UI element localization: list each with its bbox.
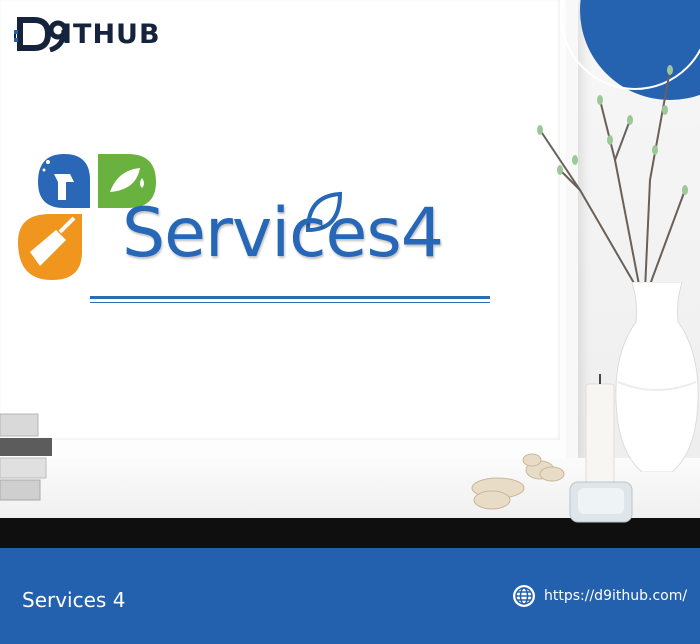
dried-flowers xyxy=(471,453,565,510)
brand-logo[interactable]: ITHUB xyxy=(14,16,161,52)
website-link[interactable]: https://d9ithub.com/ xyxy=(512,584,687,608)
services4-logo: Services4 xyxy=(18,150,554,320)
footer-title: Services 4 xyxy=(22,588,126,612)
branch-decoration xyxy=(537,65,688,291)
d9ithub-logo-icon xyxy=(14,17,66,52)
broom-icon xyxy=(18,214,82,280)
logo-underline-thin xyxy=(90,302,490,303)
frame-canvas xyxy=(0,0,560,440)
shelf-edge xyxy=(0,518,700,548)
logo-title: Services4 xyxy=(122,194,444,273)
vase xyxy=(615,282,699,472)
spray-bottle-icon xyxy=(38,154,90,208)
website-url[interactable]: https://d9ithub.com/ xyxy=(544,588,688,604)
leaf-shape-icon xyxy=(305,191,343,233)
brand-name: ITHUB xyxy=(62,18,161,50)
globe-icon xyxy=(513,585,535,607)
logo-underline xyxy=(90,296,490,299)
picture-frame xyxy=(0,0,578,458)
background-scene: ITHUB Services4 xyxy=(0,0,700,548)
footer-bar xyxy=(0,548,700,644)
books-stack xyxy=(0,413,52,501)
leaf-water-drop-icon xyxy=(98,154,156,208)
candle xyxy=(569,374,633,523)
